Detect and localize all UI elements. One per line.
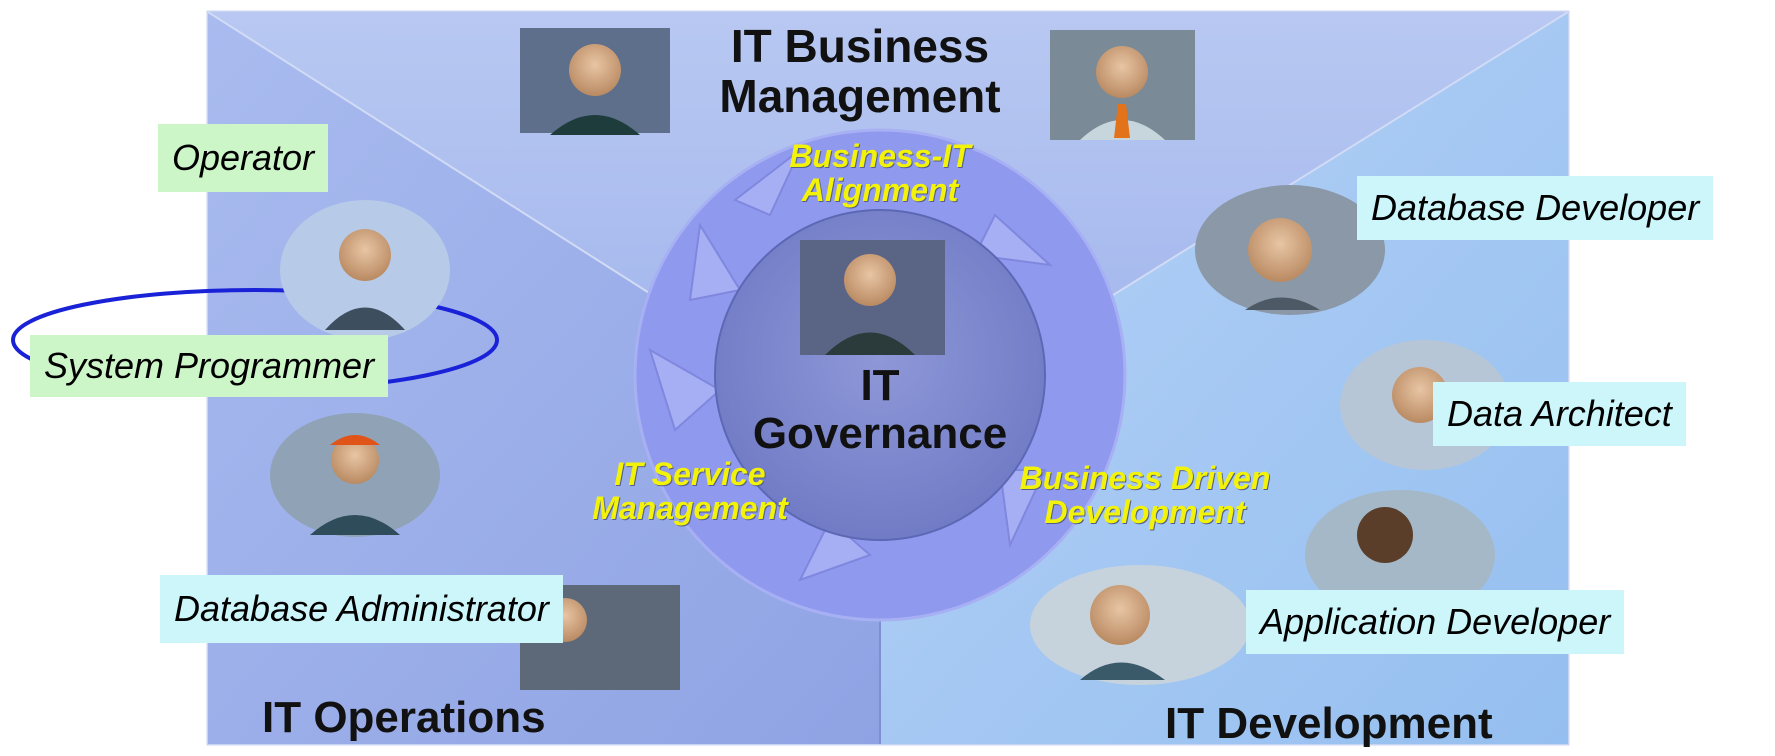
cycle-arrow bbox=[648, 347, 722, 432]
role-label-operator: Operator bbox=[158, 124, 329, 192]
quadrant-it-operations bbox=[208, 12, 880, 744]
person-photo-icon bbox=[520, 28, 670, 135]
person-photo-icon bbox=[1195, 185, 1385, 315]
person-photo-icon bbox=[1050, 30, 1195, 140]
cycle-label-top-line2: Alignment bbox=[801, 171, 959, 208]
cycle-arrow bbox=[973, 213, 1054, 267]
person-photo-icon bbox=[280, 200, 450, 340]
role-label-database-administrator: Database Administrator bbox=[160, 575, 563, 643]
cycle-label-left-line1: IT Service bbox=[614, 456, 766, 492]
cycle-arrow bbox=[688, 222, 742, 302]
role-label-database-developer: Database Developer bbox=[1357, 176, 1714, 240]
quadrant-title-it-operations: IT Operations bbox=[262, 693, 546, 742]
role-label-data-architect: Data Architect bbox=[1433, 382, 1686, 446]
cycle-arrow bbox=[733, 149, 801, 217]
center-disc bbox=[714, 209, 1046, 541]
cycle-label-business-driven-development: Business Driven Development bbox=[985, 460, 1305, 530]
center-title-line2: Governance bbox=[752, 408, 1008, 458]
cycle-label-left-line2: Management bbox=[592, 489, 788, 526]
cycle-label-business-it-alignment: Business-IT Alignment bbox=[740, 138, 1020, 208]
cycle-label-top-line1: Business-IT bbox=[789, 138, 971, 174]
cycle-label-right-line1: Business Driven bbox=[1019, 460, 1271, 496]
center-title: IT Governance bbox=[740, 362, 1020, 457]
quadrant-title-top-line1: IT Business bbox=[730, 20, 990, 72]
person-photo-icon bbox=[1305, 490, 1495, 620]
cycle-arrow bbox=[998, 469, 1047, 549]
role-label-system-programmer: System Programmer bbox=[30, 335, 389, 397]
role-label-application-developer: Application Developer bbox=[1246, 590, 1625, 654]
center-title-line1: IT bbox=[860, 361, 900, 410]
person-photo-icon bbox=[270, 413, 440, 537]
quadrant-title-top: IT Business Management bbox=[700, 20, 1020, 122]
quadrant-title-it-development: IT Development bbox=[1165, 699, 1493, 748]
quadrant-title-top-line2: Management bbox=[719, 69, 1001, 122]
cycle-label-it-service-management: IT Service Management bbox=[560, 456, 820, 526]
person-photo-icon bbox=[800, 240, 945, 355]
person-photo-icon bbox=[1030, 565, 1250, 685]
cycle-label-right-line2: Development bbox=[1044, 493, 1246, 530]
